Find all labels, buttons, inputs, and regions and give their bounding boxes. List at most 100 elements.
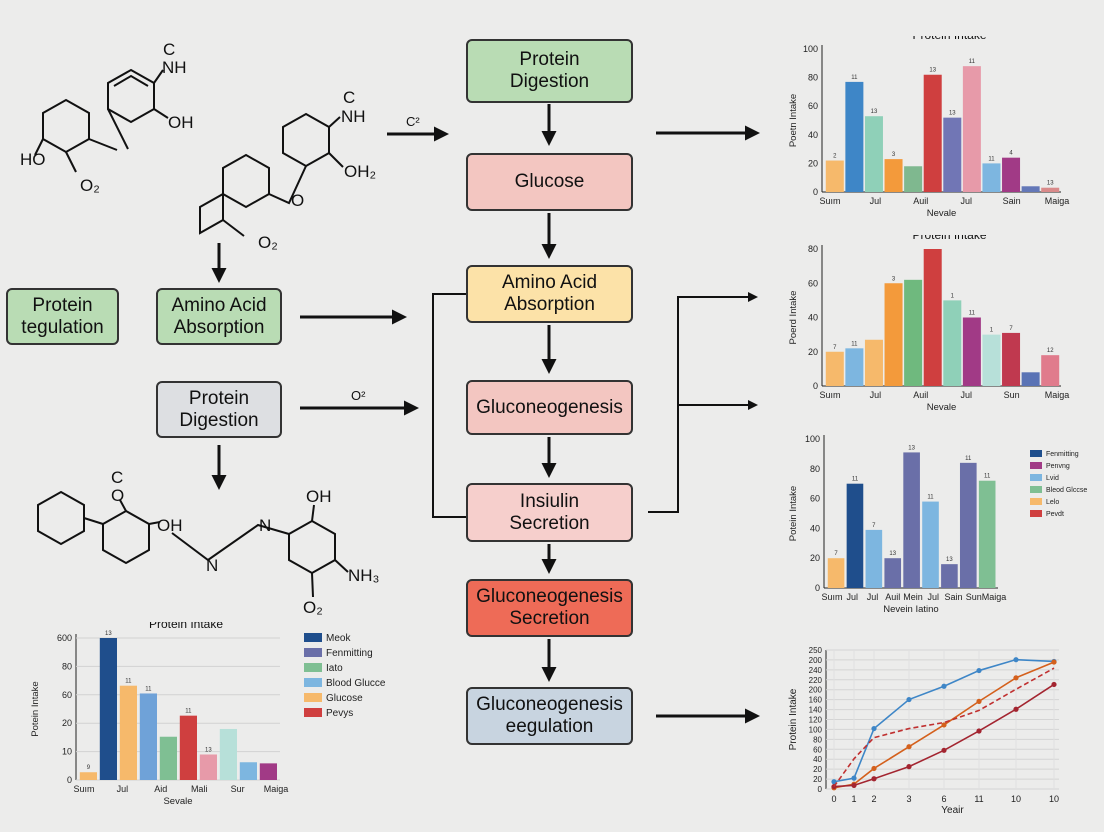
x-tick-label: Sain (944, 592, 962, 602)
m1-nh: NH (162, 58, 187, 77)
bar-data-label: 11 (851, 75, 858, 81)
m1-o2: O₂ (80, 176, 100, 195)
bar (845, 81, 864, 192)
m2-nh: NH (341, 107, 366, 126)
bracket-left (432, 293, 466, 518)
bar-data-label: 7 (833, 345, 837, 351)
bar (922, 501, 939, 588)
y-tick-label: 10 (62, 747, 72, 757)
bar-data-label: 7 (872, 523, 876, 529)
y-tick-label: 80 (62, 661, 72, 671)
bar (884, 283, 903, 386)
series-line (833, 661, 1055, 789)
x-tick-label: Sain (1003, 196, 1021, 206)
legend-label: Fenmitting (1046, 451, 1079, 458)
bar (904, 166, 923, 192)
m3-oh2: OH (306, 487, 332, 506)
bar (865, 529, 883, 588)
bar (904, 279, 923, 386)
bar-data-label: 13 (871, 109, 878, 115)
legend-swatch (304, 693, 322, 702)
bar (962, 317, 981, 386)
molecule-1 (34, 68, 169, 173)
bar (941, 564, 958, 588)
bar-data-label: 3 (892, 276, 896, 282)
m1-c: C (163, 40, 176, 59)
y-tick-label: 100 (805, 434, 820, 444)
y-tick-label: 60 (808, 101, 818, 111)
legend-swatch (304, 678, 322, 687)
bar (239, 762, 257, 780)
x-tick-label: Maiga (1045, 196, 1070, 206)
series-line (833, 658, 1055, 783)
x-tick-label: Jul (927, 592, 939, 602)
legend-label: Glucose (326, 693, 363, 704)
data-point (906, 696, 912, 703)
data-point (1051, 659, 1057, 665)
y-tick-label: 20 (810, 553, 820, 563)
x-tick-label: 11 (974, 794, 983, 804)
y-tick-label: 0 (815, 583, 820, 593)
y-tick-label: 120 (809, 716, 823, 725)
x-axis-label: Yeair (941, 805, 964, 816)
bar-data-label: 11 (984, 474, 991, 480)
data-point (906, 764, 912, 770)
m2-o2: O₂ (258, 233, 278, 252)
bar (845, 348, 864, 386)
flow-box-label: Protein Digestion (509, 49, 590, 92)
y-tick-label: 100 (803, 44, 818, 54)
flow-box-label: Gluconeogenesis (476, 396, 623, 418)
flow-box-gluconeogenesis: Gluconeogenesis (466, 380, 633, 435)
x-tick-label: Jul (870, 196, 882, 206)
x-tick-label: Suım (819, 196, 840, 206)
legend-label: Pevys (326, 708, 353, 719)
m3-n1: N (206, 556, 219, 575)
x-tick-label: Auil (885, 592, 900, 602)
flow-box-label: Gluconeogenesis Secretion (476, 586, 623, 629)
legend-label: Lelo (1046, 499, 1059, 506)
series-line (833, 683, 1055, 788)
legend-swatch (1030, 450, 1042, 457)
bar-data-label: 3 (892, 152, 896, 158)
x-tick-label: Mali (191, 784, 208, 794)
bar-data-label: 13 (205, 747, 212, 753)
y-tick-label: 0 (818, 785, 823, 794)
x-axis-label: Nevein Iatino (883, 604, 938, 615)
y-tick-label: 40 (810, 523, 820, 533)
bar (884, 558, 902, 588)
data-point (1051, 681, 1057, 688)
m3-oh: OH (157, 516, 183, 535)
x-tick-label: Auil (913, 196, 928, 206)
data-point (976, 667, 982, 674)
legend-swatch (1030, 486, 1042, 493)
legend-swatch (304, 633, 322, 642)
x-tick-label: 2 (871, 794, 876, 804)
bar (179, 715, 197, 780)
legend-swatch (1030, 510, 1042, 517)
legend-swatch (304, 708, 322, 717)
x-tick-label: 10 (1049, 794, 1059, 804)
bar-data-label: 13 (105, 631, 112, 637)
bar (99, 638, 117, 780)
bar (825, 160, 844, 192)
bar (199, 754, 217, 780)
bar (1041, 355, 1060, 386)
x-tick-label: Maiga (982, 592, 1007, 602)
edge-label-c2: C² (406, 114, 420, 129)
bar (119, 685, 137, 780)
x-tick-label: Jul (117, 784, 129, 794)
bar (1002, 332, 1021, 386)
y-tick-label: 20 (808, 347, 818, 357)
bar-data-label: 7 (1009, 326, 1013, 332)
y-tick-label: 80 (808, 244, 818, 254)
bar (1041, 187, 1060, 192)
x-tick-label: 10 (1011, 794, 1021, 804)
bar-data-label: 11 (851, 341, 858, 347)
flow-box-gluconeogenesis-secretion: Gluconeogenesis Secretion (466, 579, 633, 637)
x-tick-label: 6 (941, 794, 946, 804)
y-tick-label: 100 (809, 725, 823, 734)
flow-box-left-absorption: Amino Acid Absorption (156, 288, 282, 345)
y-tick-label: 80 (810, 464, 820, 474)
bar-data-label: 11 (969, 311, 976, 317)
